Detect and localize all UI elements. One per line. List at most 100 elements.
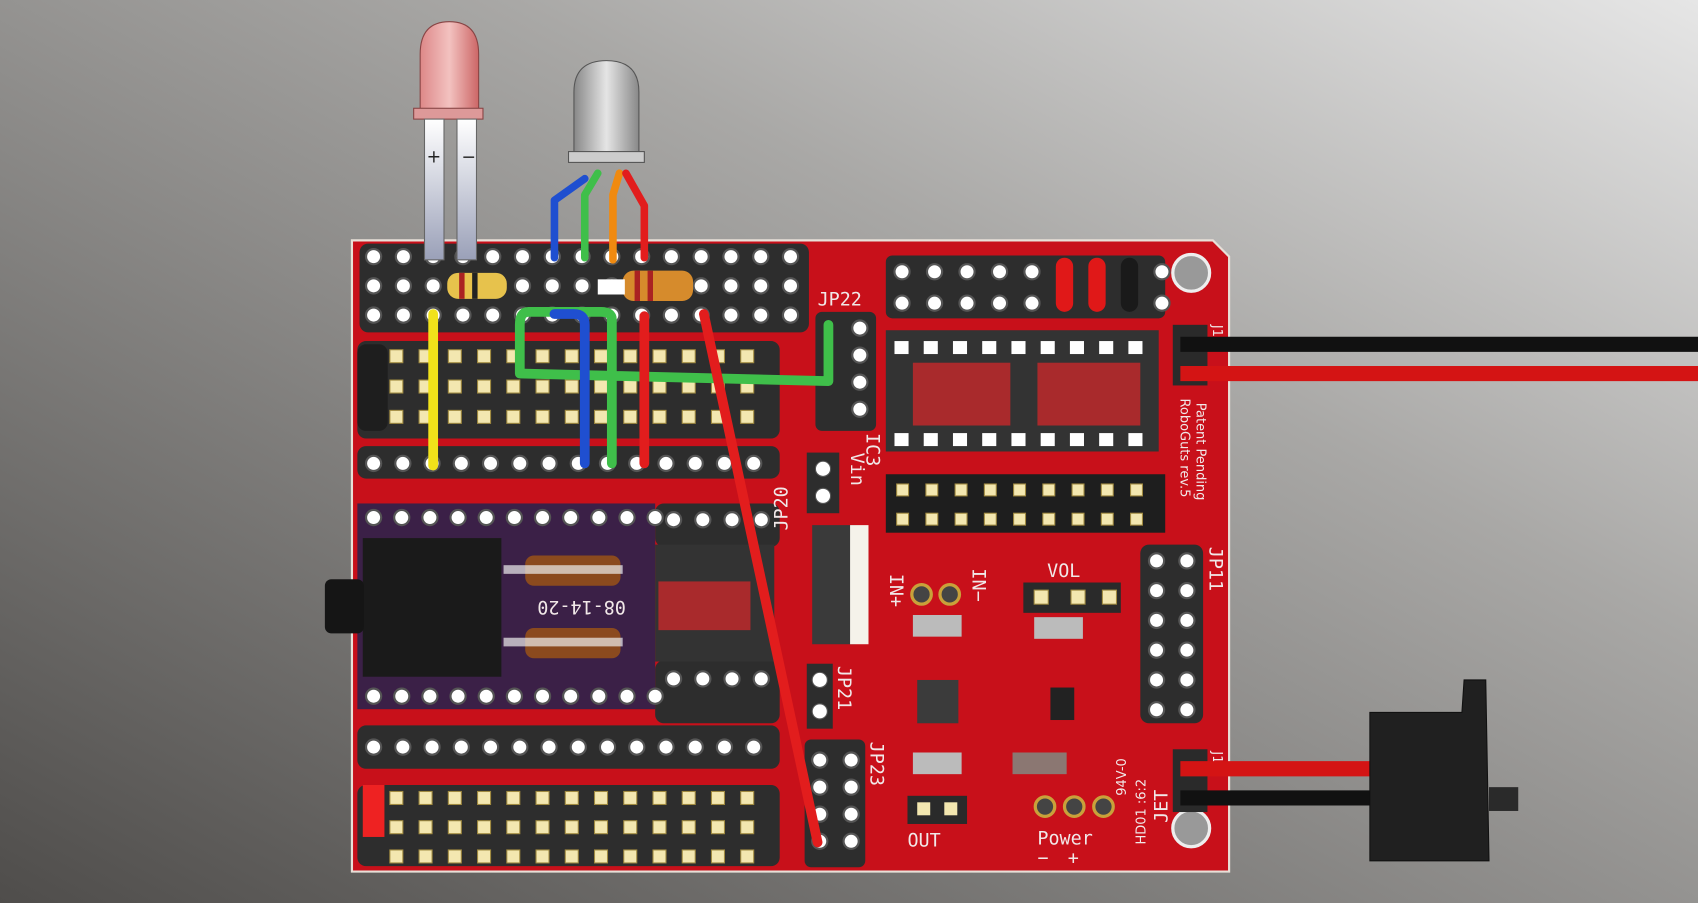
- smd-cap: [1034, 617, 1083, 639]
- board-name: RoboGuts rev.5: [1176, 398, 1191, 497]
- ic-pin: [1040, 433, 1055, 447]
- proto-pin: [681, 409, 696, 424]
- ic-pin: [1128, 341, 1143, 355]
- mounting-hole: [1171, 808, 1212, 849]
- proto-pin: [681, 349, 696, 364]
- proto-pin: [652, 349, 667, 364]
- proto-pin: [740, 820, 755, 835]
- module-pin: [618, 508, 636, 527]
- led-minus-label: −: [461, 147, 476, 167]
- jp23-pin: [842, 778, 860, 796]
- module-pin: [393, 508, 411, 527]
- pin: [917, 802, 931, 816]
- proto-pin: [710, 820, 726, 835]
- power-label: Power: [1037, 829, 1092, 850]
- resistor-leads: [503, 565, 623, 574]
- proto-pin: [740, 849, 755, 864]
- module-pin: [646, 687, 664, 705]
- band: [459, 272, 465, 299]
- proto-pin: [389, 820, 404, 835]
- header-pin: [1023, 294, 1041, 312]
- proto-pin: [447, 820, 462, 835]
- proto-pin: [506, 409, 521, 424]
- proto-pin: [681, 790, 696, 806]
- pin: [1033, 589, 1049, 605]
- proto-hole: [745, 454, 763, 473]
- ic-pin: [894, 341, 909, 355]
- proto-pin: [418, 849, 433, 864]
- proto-hole: [723, 670, 741, 688]
- jp11-pin: [1147, 552, 1166, 570]
- header-pin: [983, 512, 997, 526]
- regulator-tab: [850, 525, 869, 645]
- pin: [1101, 589, 1118, 605]
- module-pin: [533, 508, 552, 527]
- proto-pin: [593, 409, 609, 424]
- led-leg-red: [622, 169, 649, 262]
- power-pad: [1062, 795, 1086, 819]
- module-pin: [562, 687, 580, 705]
- module-pin: [646, 508, 664, 527]
- pin: [811, 703, 828, 720]
- ic-pin: [1099, 433, 1114, 447]
- wires: [428, 169, 834, 848]
- jp11-pin: [1178, 701, 1196, 719]
- power-switch[interactable]: [1369, 679, 1490, 862]
- j1-top-label: J1: [1209, 324, 1224, 337]
- ic-pin: [1099, 341, 1114, 355]
- proto-hole: [664, 670, 683, 688]
- proto-pin: [389, 849, 404, 864]
- proto-pin: [477, 820, 492, 835]
- lead: [597, 279, 625, 295]
- proto-hole: [686, 454, 704, 473]
- proto-pin: [623, 409, 638, 424]
- proto-pin: [477, 790, 492, 806]
- proto-hole: [394, 247, 413, 266]
- proto-pin: [623, 379, 638, 394]
- vol-label: VOL: [1047, 561, 1080, 582]
- wire-red-long: [699, 309, 823, 848]
- power-pad: [1033, 795, 1057, 819]
- wire-green: [514, 306, 834, 469]
- proto-pin: [623, 349, 638, 364]
- proto-hole: [481, 738, 500, 756]
- led-plus-label: +: [427, 147, 442, 167]
- ic-pin: [952, 433, 968, 447]
- header-pin: [893, 263, 911, 281]
- small-ic-chip: [658, 581, 751, 631]
- band: [647, 270, 653, 301]
- led-leg-plus: [423, 118, 445, 261]
- proto-pin: [681, 849, 696, 864]
- proto-hole: [394, 454, 412, 473]
- resistor-orange: [622, 270, 694, 301]
- module-pin: [562, 508, 580, 527]
- header-pin: [954, 512, 968, 526]
- maker-logo: JET: [1151, 790, 1172, 823]
- proto-pin: [564, 790, 579, 806]
- module-pin: [505, 508, 524, 527]
- switch-lever[interactable]: [1488, 787, 1519, 811]
- proto-pin: [564, 349, 579, 364]
- module-pin: [533, 687, 552, 705]
- pin: [1070, 589, 1086, 605]
- proto-hole: [481, 454, 500, 473]
- jp22-pin: [851, 346, 869, 364]
- smd-cap: [912, 752, 962, 775]
- proto-hole: [598, 738, 617, 756]
- ic-pin: [982, 433, 997, 447]
- proto-pin: [535, 379, 550, 394]
- proto-pin: [564, 820, 579, 835]
- module-pin: [364, 508, 383, 527]
- proto-hole: [694, 511, 712, 529]
- led-leg-green: [580, 169, 602, 262]
- proto-hole: [573, 277, 591, 295]
- jp23-pin: [842, 832, 860, 850]
- proto-hole: [454, 306, 472, 324]
- proto-hole: [364, 277, 383, 295]
- jp22-label: JP22: [818, 289, 862, 310]
- proto-hole: [511, 454, 529, 473]
- proto-hole: [628, 738, 646, 756]
- proto-hole: [394, 277, 413, 295]
- in-plus-label: IN+: [885, 574, 906, 607]
